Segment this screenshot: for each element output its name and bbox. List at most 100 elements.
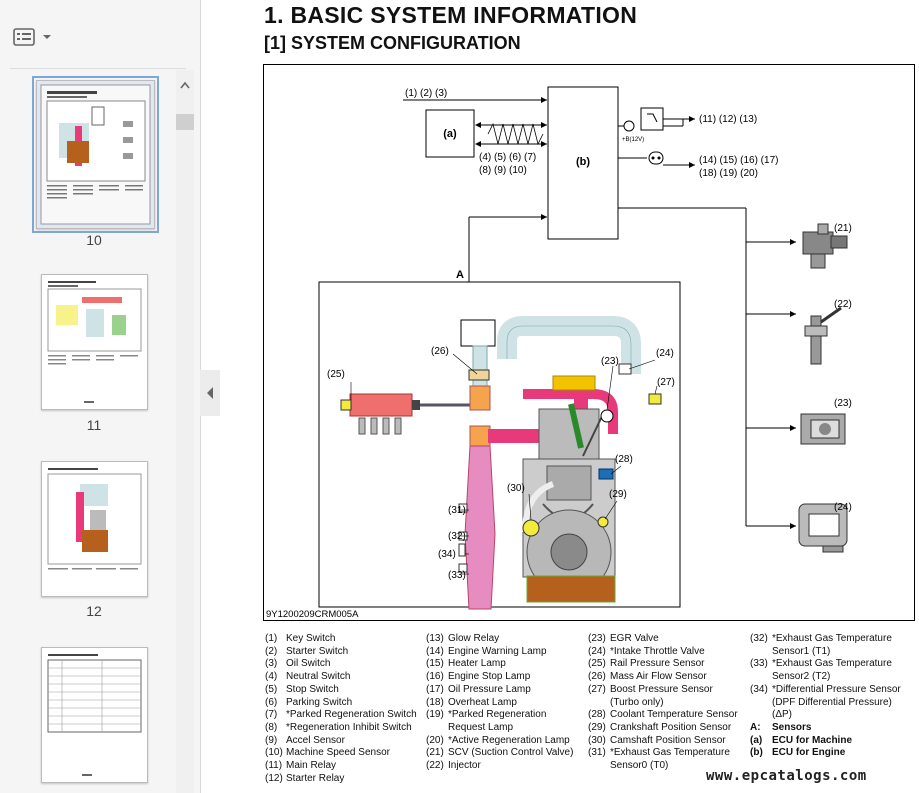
legend-item: (24)*Intake Throttle Valve bbox=[588, 646, 738, 659]
legend-item-number: (12) bbox=[265, 772, 283, 784]
legend-item-number: (7) bbox=[265, 709, 278, 721]
legend-item-text: *Parked Regeneration Switch bbox=[286, 709, 417, 721]
legend-item-text: Rail Pressure Sensor bbox=[610, 658, 705, 670]
legend-item: Sensor2 (T2) bbox=[750, 671, 901, 684]
legend-item-number: (8) bbox=[265, 721, 278, 733]
label-30: (30) bbox=[507, 483, 525, 494]
relay-symbol bbox=[640, 107, 664, 131]
legend-item: (12)Starter Relay bbox=[265, 773, 417, 786]
legend-item-text: SCV (Suction Control Valve) bbox=[448, 747, 574, 759]
legend-item-text: *Regeneration Inhibit Switch bbox=[286, 721, 412, 733]
label-24: (24) bbox=[834, 502, 852, 513]
legend-item: (27)Boost Pressure Sensor bbox=[588, 684, 738, 697]
legend-item-number: (28) bbox=[588, 709, 606, 721]
legend-item-text: Starter Switch bbox=[286, 645, 349, 657]
system-configuration-diagram: (a) (b) (1) (2) (3) (4) (5) (6) (7) (8) … bbox=[263, 64, 915, 621]
legend-item-text: Oil Pressure Lamp bbox=[448, 683, 531, 695]
legend-item: (ΔP) bbox=[750, 709, 901, 722]
twisted-pair-wire bbox=[487, 122, 544, 146]
legend-item: (15)Heater Lamp bbox=[426, 658, 573, 671]
inputs-left-label-2: (8) (9) (10) bbox=[479, 165, 527, 176]
legend-item-text: Engine Warning Lamp bbox=[448, 645, 547, 657]
page-thumbnail-13[interactable] bbox=[41, 647, 148, 783]
outputs-label-1: (11) (12) (13) bbox=[699, 114, 757, 125]
chevron-left-icon bbox=[207, 387, 213, 399]
legend-item-number: (30) bbox=[588, 734, 606, 746]
legend-item-text: Machine Speed Sensor bbox=[286, 747, 390, 759]
legend-item-number: (17) bbox=[426, 683, 444, 695]
legend-item-number: (32) bbox=[750, 633, 768, 644]
thumbnail-scrollbar[interactable] bbox=[176, 70, 194, 793]
page-thumbnail-11[interactable] bbox=[41, 274, 148, 410]
injector bbox=[568, 403, 584, 449]
legend-item: Sensor1 (T1) bbox=[750, 646, 901, 659]
label-25: (25) bbox=[327, 369, 345, 380]
crankshaft-position-sensor bbox=[597, 516, 609, 528]
oil-pan bbox=[526, 575, 616, 603]
legend-item: (3)Oil Switch bbox=[265, 658, 417, 671]
legend-item: (21)SCV (Suction Control Valve) bbox=[426, 747, 573, 760]
exhaust-pipe bbox=[464, 445, 496, 610]
mass-air-flow-sensor bbox=[460, 319, 496, 347]
scrollbar-thumb[interactable] bbox=[176, 114, 194, 130]
page-number-label: 12 bbox=[86, 603, 102, 619]
legend-item-number: (22) bbox=[426, 760, 444, 772]
legend-item-number: (1) bbox=[265, 633, 278, 644]
legend-item-text: Oil Switch bbox=[286, 658, 331, 670]
legend-item: (22) Injector bbox=[426, 760, 573, 773]
legend-item-number: (11) bbox=[265, 760, 283, 772]
legend-item-text: *Active Regeneration Lamp bbox=[448, 734, 570, 746]
outputs-label-2b: (18) (19) (20) bbox=[699, 168, 758, 179]
legend-item-text: Key Switch bbox=[286, 633, 336, 644]
legend-item: (6)Parking Switch bbox=[265, 697, 417, 710]
thumbnail-options-button[interactable] bbox=[12, 26, 52, 48]
legend-item-text: Coolant Temperature Sensor bbox=[610, 709, 738, 721]
legend-item: (32)*Exhaust Gas Temperature bbox=[750, 633, 901, 646]
page-thumbnail-10[interactable] bbox=[32, 76, 159, 233]
legend-column-1: (1) Key Switch (2) Starter Switch(3)Oil Swi… bbox=[265, 633, 417, 785]
legend-item: (10)Machine Speed Sensor bbox=[265, 747, 417, 760]
legend-item-number: (9) bbox=[265, 734, 278, 746]
legend-item: (a)ECU for Machine bbox=[750, 735, 901, 748]
page-thumbnail-preview bbox=[47, 654, 142, 776]
common-rail bbox=[349, 393, 413, 417]
legend-item: (20)*Active Regeneration Lamp bbox=[426, 735, 573, 748]
page-thumbnail-preview bbox=[47, 281, 142, 403]
collapse-sidebar-button[interactable] bbox=[200, 370, 220, 416]
legend-item: (1) Key Switch bbox=[265, 633, 417, 646]
legend-item-number: (a) bbox=[750, 734, 763, 746]
legend-item-text: Sensor0 (T0) bbox=[610, 760, 669, 772]
legend-item: (29)Crankshaft Position Sensor bbox=[588, 722, 738, 735]
legend-item-text: (Turbo only) bbox=[610, 696, 664, 708]
legend-item: (Turbo only) bbox=[588, 697, 738, 710]
legend-item-number bbox=[750, 671, 772, 684]
legend-item: (7) *Parked Regeneration Switch bbox=[265, 709, 417, 722]
legend-item-text: *Exhaust Gas Temperature bbox=[610, 747, 730, 759]
rail-pressure-sensor bbox=[340, 399, 352, 411]
legend-item: Sensor0 (T0) bbox=[588, 760, 738, 773]
legend-item-text: *Parked Regeneration bbox=[448, 709, 547, 721]
legend-item: (16)Engine Stop Lamp bbox=[426, 671, 573, 684]
legend-item: (31)*Exhaust Gas Temperature bbox=[588, 747, 738, 760]
legend-item-text: Injector bbox=[448, 760, 481, 772]
legend-item-number bbox=[588, 697, 610, 710]
legend-item-text: Mass Air Flow Sensor bbox=[610, 671, 707, 683]
legend-item-number: (2) bbox=[265, 645, 278, 657]
scroll-up-icon bbox=[180, 81, 190, 89]
legend-item: (18)Overheat Lamp bbox=[426, 697, 573, 710]
page-title: 1. BASIC SYSTEM INFORMATION bbox=[264, 2, 638, 28]
legend-item: (26)Mass Air Flow Sensor bbox=[588, 671, 738, 684]
legend-item-text: Overheat Lamp bbox=[448, 696, 517, 708]
legend-item-text: Request Lamp bbox=[448, 721, 514, 733]
egr-valve-component bbox=[800, 413, 846, 445]
legend-item: (2) Starter Switch bbox=[265, 646, 417, 659]
page-thumbnail-12[interactable] bbox=[41, 461, 148, 597]
legend-item-number: (15) bbox=[426, 658, 444, 670]
legend-item: (28) Coolant Temperature Sensor bbox=[588, 709, 738, 722]
page-number-label: 11 bbox=[86, 417, 102, 433]
legend-item: (b)ECU for Engine bbox=[750, 747, 901, 760]
inputs-top-label: (1) (2) (3) bbox=[405, 88, 447, 99]
ecu-engine-box bbox=[547, 86, 619, 240]
legend-item-text: Main Relay bbox=[286, 760, 337, 772]
label-31: (31) bbox=[448, 505, 466, 516]
